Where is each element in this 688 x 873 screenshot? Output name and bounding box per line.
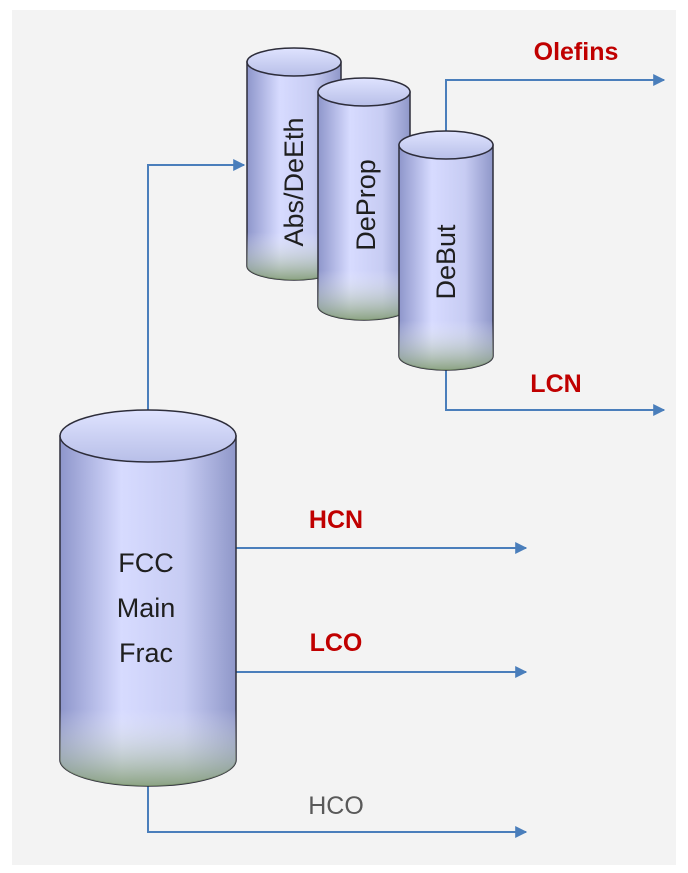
hcn-label: HCN xyxy=(309,506,363,534)
deprop-label: DeProp xyxy=(351,159,381,251)
hco-label: HCO xyxy=(308,792,364,820)
debut-label: DeBut xyxy=(431,224,461,300)
abs-deeth-label: Abs/DeEth xyxy=(279,117,309,246)
lco-label: LCO xyxy=(310,629,363,657)
main-frac-label-line-3: Frac xyxy=(119,638,173,668)
olefins-label: Olefins xyxy=(534,38,619,66)
deprop-column: DeProp xyxy=(317,77,411,321)
olefins-flow-line xyxy=(445,74,666,137)
hco-flow-line xyxy=(147,780,528,838)
lcn-label: LCN xyxy=(530,370,581,398)
fcc-main-frac-column: FCC Main Frac xyxy=(59,409,237,787)
lcn-flow-line xyxy=(445,368,666,416)
overhead-flow-line xyxy=(147,159,246,418)
debut-column: DeBut xyxy=(398,130,494,371)
main-frac-label-line-1: FCC xyxy=(118,548,174,578)
main-frac-label-line-2: Main xyxy=(117,593,176,623)
